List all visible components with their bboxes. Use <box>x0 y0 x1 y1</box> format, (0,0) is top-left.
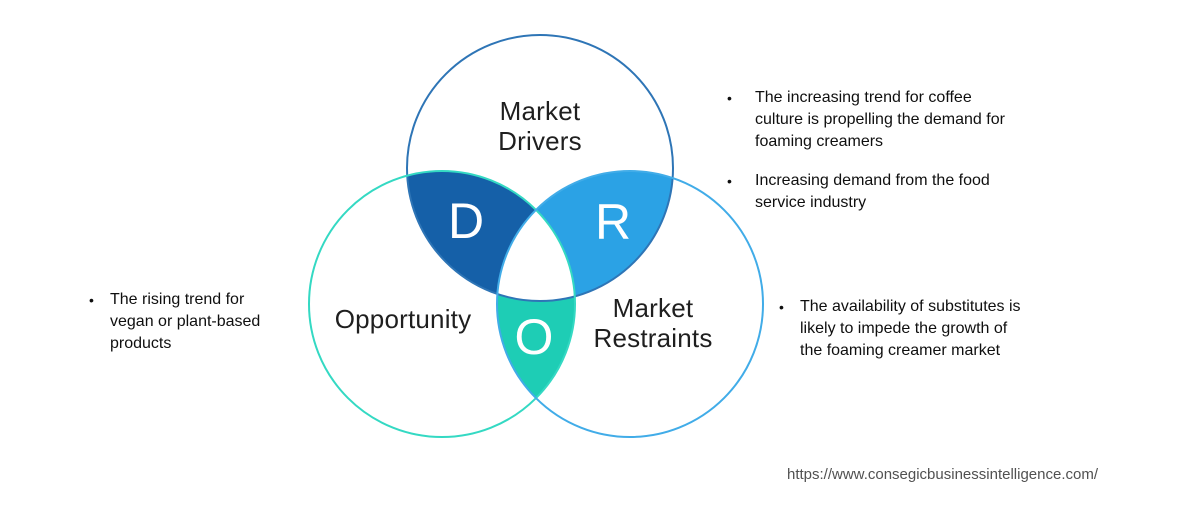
restraint-note-text: The availability of substitutes is likel… <box>800 298 1021 359</box>
letter-d: D <box>447 193 485 249</box>
bullet-icon: • <box>89 292 94 308</box>
opportunity-label: Opportunity <box>334 304 472 334</box>
bullet-icon: • <box>779 299 784 315</box>
letter-r: R <box>594 194 632 250</box>
drivers-opportunity-lens <box>407 171 575 301</box>
market-drivers-label: Market Drivers <box>498 96 582 156</box>
market-restraints-label: Market Restraints <box>593 293 713 353</box>
opportunity-notes-list: • The rising trend for vegan or plant-ba… <box>89 289 309 355</box>
opportunity-circle-outline <box>308 170 576 438</box>
bullet-icon: • <box>727 173 732 189</box>
list-item: • The increasing trend for coffee cultur… <box>727 87 1067 153</box>
opportunity-note-text: The rising trend for vegan or plant-base… <box>110 291 261 352</box>
drivers-restraints-lens <box>497 171 673 301</box>
drivers-notes-list: • The increasing trend for coffee cultur… <box>727 87 1067 214</box>
restraints-circle-outline <box>496 170 764 438</box>
list-item: • The rising trend for vegan or plant-ba… <box>89 289 309 355</box>
source-url: https://www.consegicbusinessintelligence… <box>787 466 1098 483</box>
driver-note-text: The increasing trend for coffee culture … <box>755 89 1005 150</box>
driver-note-text: Increasing demand from the food service … <box>755 172 990 211</box>
letter-o: O <box>514 309 554 365</box>
list-item: • The availability of substitutes is lik… <box>779 296 1079 362</box>
drivers-circle-outline <box>406 34 674 302</box>
restraints-notes-list: • The availability of substitutes is lik… <box>779 296 1079 362</box>
list-item: • Increasing demand from the food servic… <box>727 170 1067 214</box>
bullet-icon: • <box>727 90 732 106</box>
